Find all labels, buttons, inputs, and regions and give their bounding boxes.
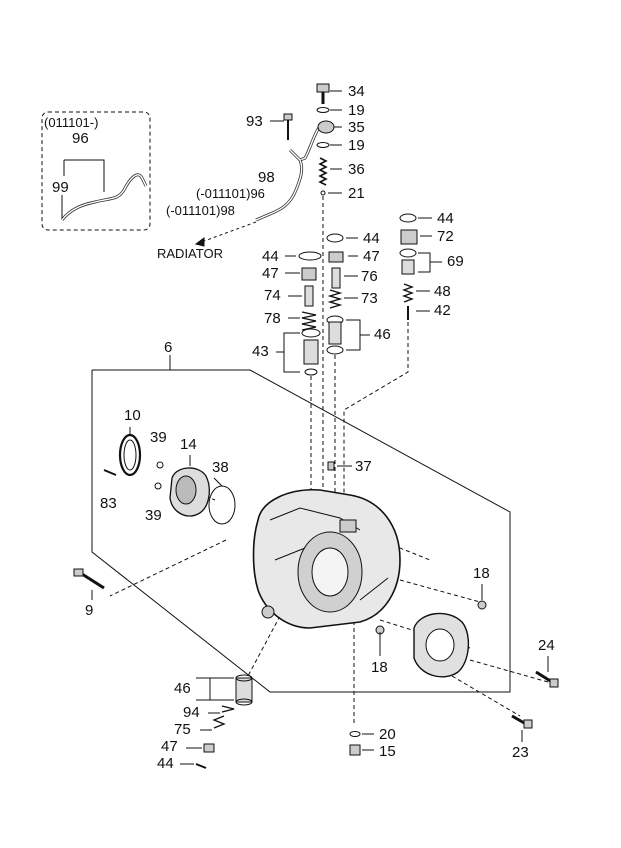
callout-73: 73 — [361, 290, 378, 307]
callout-76: 76 — [361, 268, 378, 285]
callout-34: 34 — [348, 83, 365, 100]
callout-96: (-011101)96 — [196, 186, 265, 201]
callout-35: 35 — [348, 119, 365, 136]
callout-47-a: 47 — [363, 248, 380, 265]
callout-98-a: 98 — [258, 169, 275, 186]
callout-44-c: 44 — [262, 248, 279, 265]
callout-39-a: 39 — [150, 429, 167, 446]
callout-20: 20 — [379, 726, 396, 743]
callout-94: 94 — [183, 704, 200, 721]
inset-part-96: 96 — [72, 130, 89, 147]
seal-ring-10 — [118, 433, 142, 477]
callout-21: 21 — [348, 185, 365, 202]
callout-46-b: 46 — [174, 680, 191, 697]
callout-47-b: 47 — [262, 265, 279, 282]
callout-44-a: 44 — [437, 210, 454, 227]
radiator-label: RADIATOR — [157, 246, 223, 261]
callout-18-b: 18 — [371, 659, 388, 676]
callout-83: 83 — [100, 495, 117, 512]
callout-74: 74 — [264, 287, 281, 304]
callout-98-b: (-011101)98 — [166, 203, 235, 218]
callout-69: 69 — [447, 253, 464, 270]
callout-14: 14 — [180, 436, 197, 453]
callout-44-b: 44 — [363, 230, 380, 247]
callout-37: 37 — [355, 458, 372, 475]
inset-part-99: 99 — [52, 179, 69, 196]
callout-43: 43 — [252, 343, 269, 360]
inset-serial-label: (011101-) — [44, 115, 99, 130]
callout-23: 23 — [512, 744, 529, 761]
callout-42: 42 — [434, 302, 451, 319]
callout-72: 72 — [437, 228, 454, 245]
callout-93: 93 — [246, 113, 263, 130]
callout-47-c: 47 — [161, 738, 178, 755]
callout-39-b: 39 — [145, 507, 162, 524]
callout-18-a: 18 — [473, 565, 490, 582]
callout-78: 78 — [264, 310, 281, 327]
callout-19-b: 19 — [348, 137, 365, 154]
callout-9: 9 — [85, 602, 94, 619]
callout-19-a: 19 — [348, 102, 365, 119]
callout-6: 6 — [164, 339, 173, 356]
inset-frame — [41, 111, 151, 231]
callout-15: 15 — [379, 743, 396, 760]
callout-44-d: 44 — [157, 755, 174, 772]
main-assembly-outline — [91, 369, 511, 693]
callout-24: 24 — [538, 637, 555, 654]
callout-46-a: 46 — [374, 326, 391, 343]
callout-75: 75 — [174, 721, 191, 738]
callout-38: 38 — [212, 459, 229, 476]
callout-48: 48 — [434, 283, 451, 300]
callout-10: 10 — [124, 407, 141, 424]
callout-36: 36 — [348, 161, 365, 178]
